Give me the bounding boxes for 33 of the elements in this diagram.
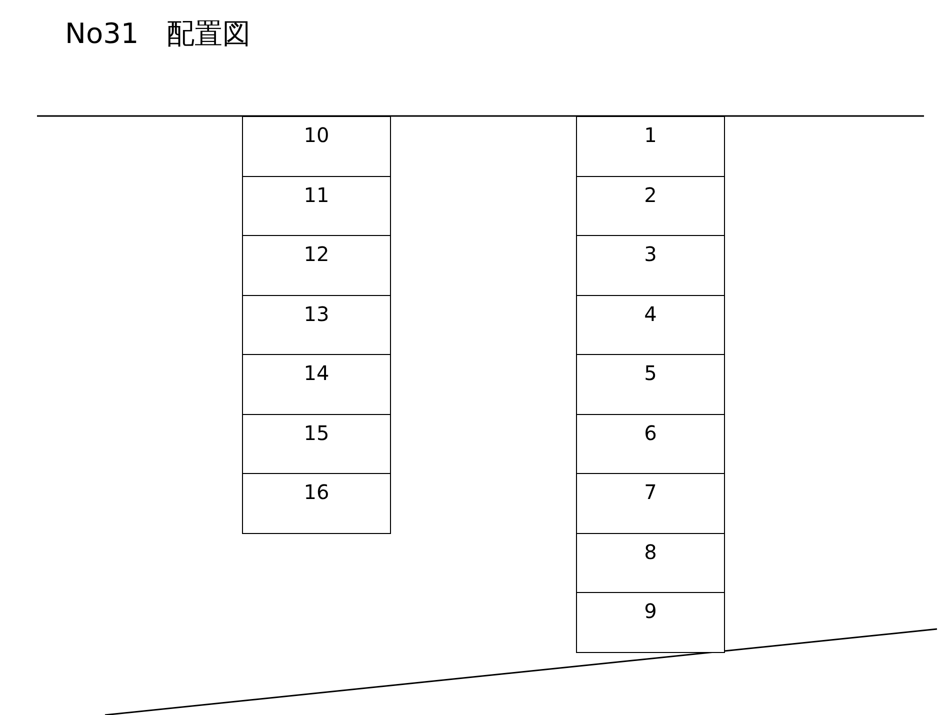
- parking-space: [576, 473, 725, 534]
- parking-space: [242, 116, 391, 176]
- title: No31 配置図: [65, 16, 251, 51]
- parking-space: [242, 176, 391, 236]
- space-number: 12: [304, 242, 330, 267]
- space-number: 7: [644, 480, 657, 505]
- parking-space: [576, 532, 725, 593]
- space-number: 8: [644, 540, 657, 564]
- parking-space: [576, 354, 725, 414]
- space-number: 1: [644, 123, 657, 148]
- space-number: 15: [304, 420, 330, 446]
- parking-space: [576, 116, 725, 176]
- parking-space: [576, 592, 725, 652]
- parking-space: [242, 294, 391, 355]
- parking-space: [242, 235, 391, 296]
- space-number: 11: [304, 182, 330, 208]
- space-number: 5: [644, 361, 657, 386]
- space-number: 13: [304, 302, 330, 326]
- parking-space: [576, 414, 725, 474]
- space-number: 6: [644, 420, 657, 446]
- space-number: 3: [644, 242, 657, 267]
- space-number: 9: [644, 599, 657, 624]
- parking-space: [576, 235, 725, 296]
- parking-space: [576, 176, 725, 236]
- parking-space: [576, 294, 725, 355]
- space-number: 4: [644, 302, 657, 326]
- parking-space: [242, 414, 391, 474]
- space-number: 16: [304, 480, 330, 505]
- space-number: 2: [644, 182, 657, 208]
- space-number: 14: [304, 361, 330, 386]
- space-number: 10: [304, 123, 330, 148]
- parking-space: [242, 354, 391, 414]
- parking-space: [242, 473, 391, 534]
